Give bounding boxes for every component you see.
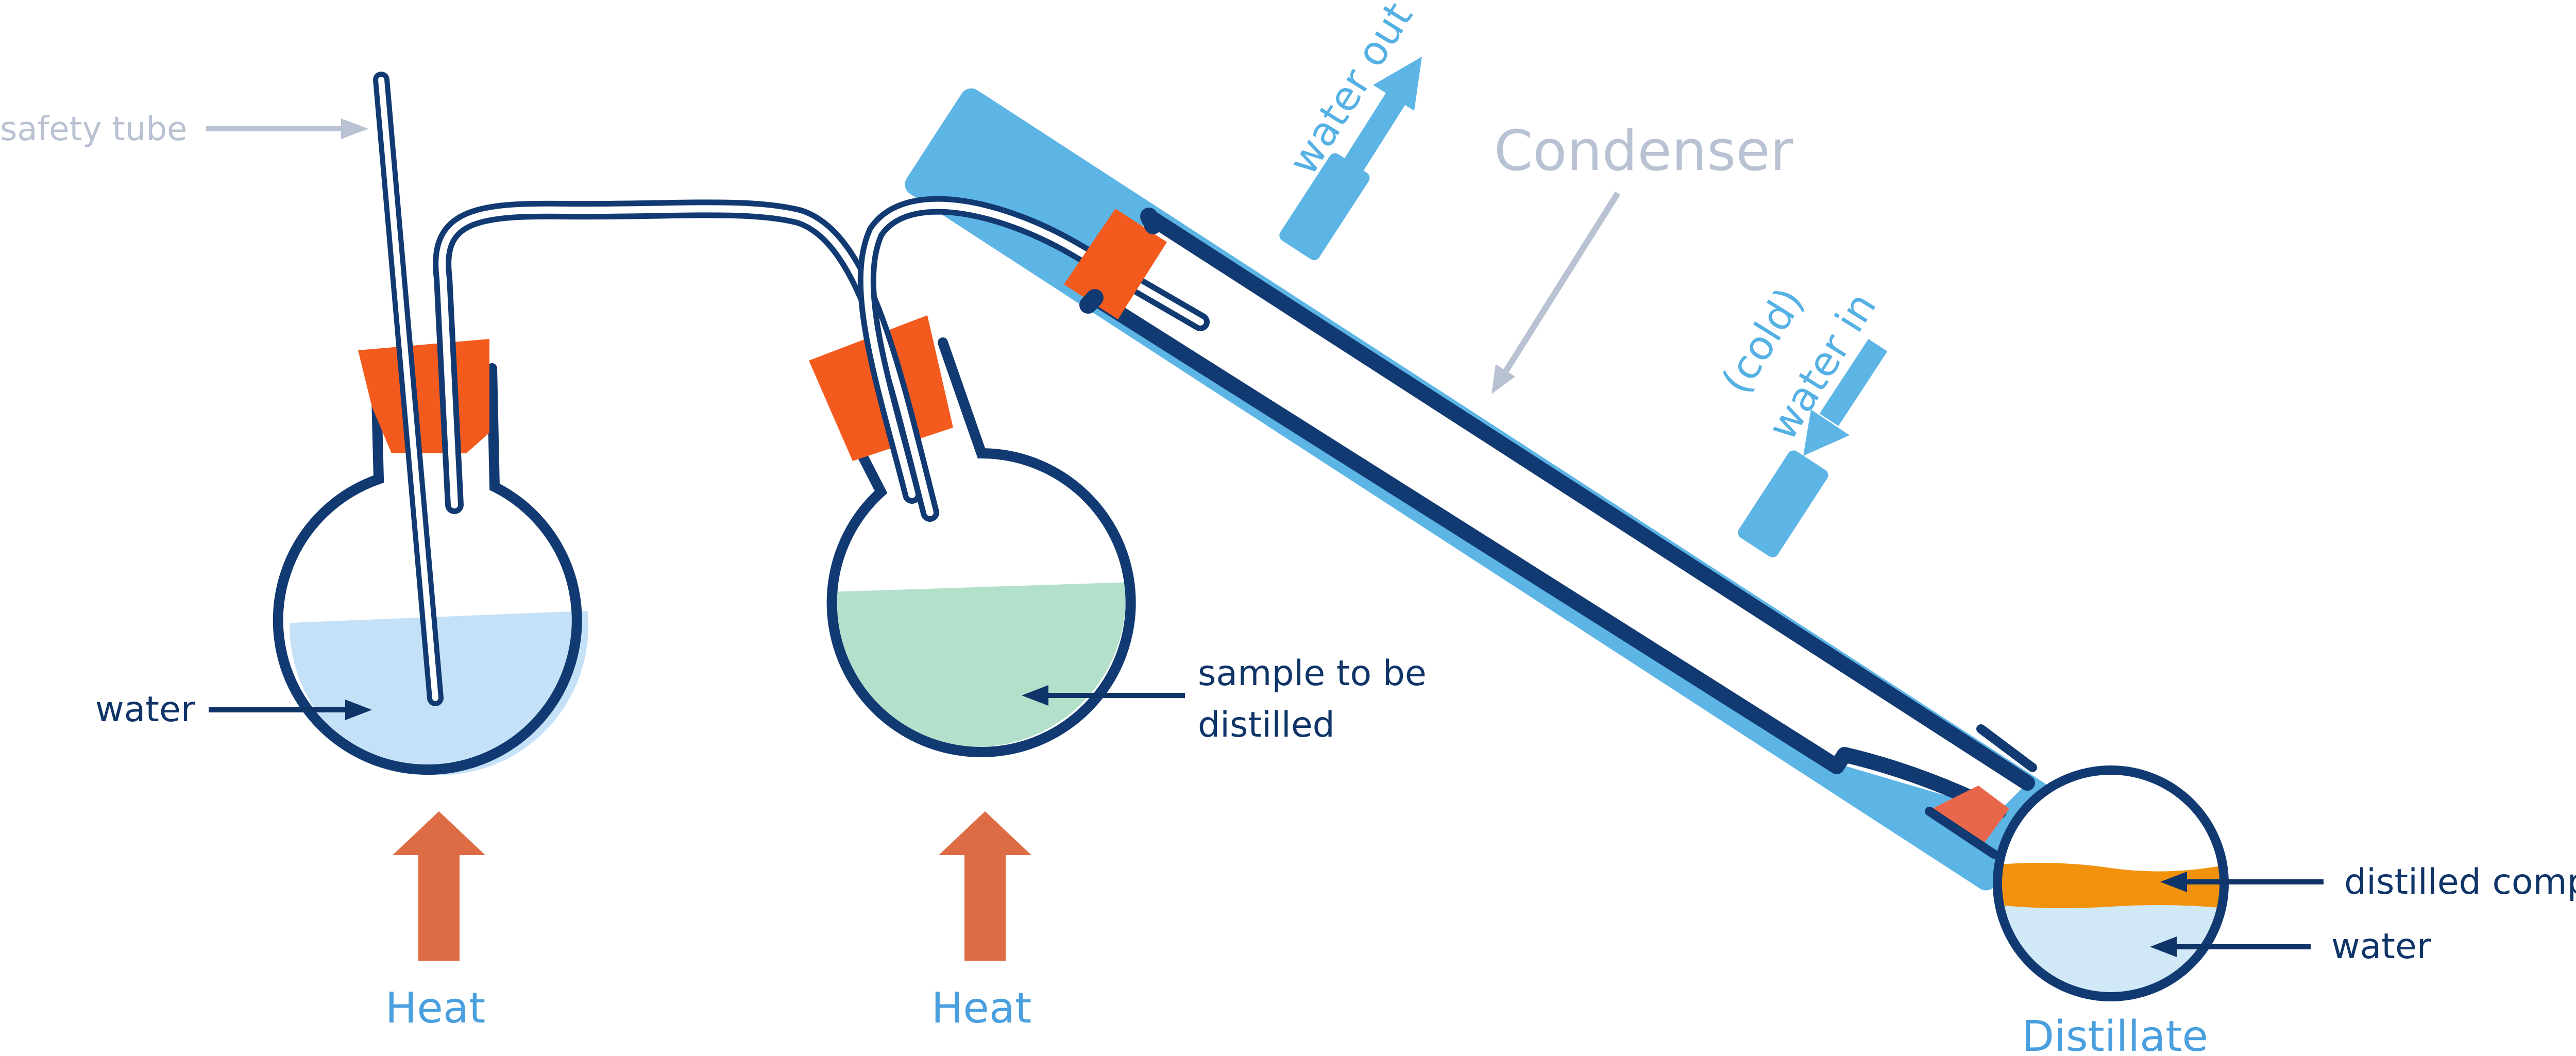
distillation-flask [809, 315, 1136, 757]
steam-delivery-tube [433, 199, 939, 522]
water-outlet-port [1279, 153, 1370, 261]
safety-tube [373, 72, 444, 706]
sample-pointer [1022, 685, 1185, 706]
receiving-neck-lower [1925, 807, 1998, 859]
safety-tube-label: safety tube [0, 110, 187, 148]
heat-left-label: Heat [385, 984, 486, 1033]
distillate-label: Distillate [2022, 1012, 2208, 1056]
safety-tube-pointer [206, 118, 368, 139]
sample-liquid [827, 582, 1126, 747]
sample-label-line1: sample to be [1198, 653, 1427, 694]
water-left-label: water [95, 689, 195, 730]
receiving-flask-stopper [1932, 786, 2009, 844]
heat-arrow-left [393, 811, 485, 961]
adapter-rim-lower [1079, 289, 1104, 314]
distilled-compound-pointer [2160, 872, 2324, 892]
heat-arrow-middle [939, 811, 1031, 961]
inner-tube-upper-wall [1141, 209, 2035, 791]
receiving-neck-upper [1976, 724, 2037, 772]
vapor-tube [857, 196, 1210, 504]
water-in-arrow [1803, 338, 1888, 456]
water-right-pointer [2150, 936, 2311, 957]
water-left-pointer [209, 700, 372, 720]
distillation-flask-outline [824, 337, 1136, 757]
inner-tube-fill [1095, 216, 2027, 811]
sample-label-line2: distilled [1198, 705, 1335, 745]
water-out-arrow [1337, 57, 1422, 181]
condenser-pointer [1492, 191, 1621, 394]
water-inlet-port [1738, 450, 1828, 558]
steam-flask-outline [273, 363, 582, 775]
water-right-label: water [2331, 926, 2431, 967]
distilled-compound-layer [1997, 863, 2224, 909]
distilled-compound-label: distilled compound [2344, 862, 2576, 902]
adapter-rim-upper [1140, 208, 1162, 234]
condenser-label: Condenser [1494, 119, 1793, 183]
steam-generator-flask [273, 72, 588, 775]
heat-middle-label: Heat [931, 984, 1032, 1033]
